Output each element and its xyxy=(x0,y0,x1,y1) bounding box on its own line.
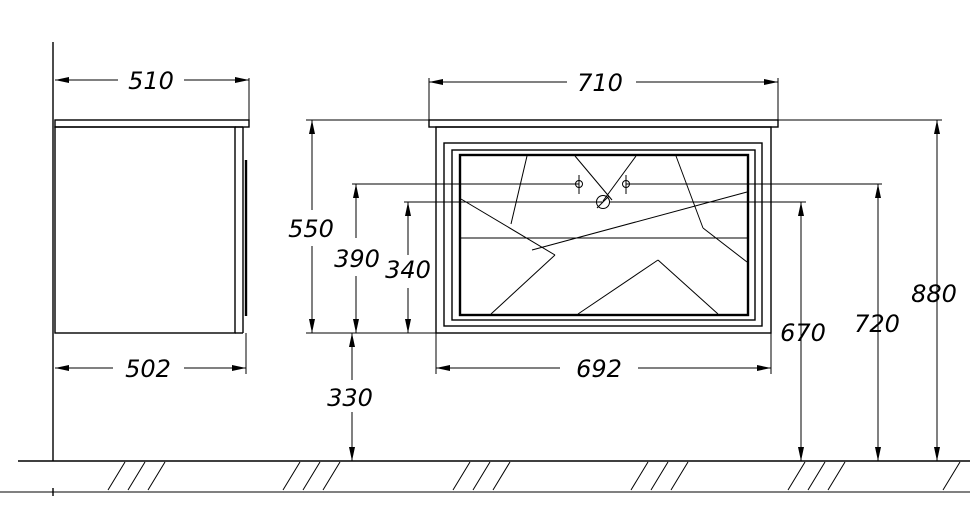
front-panel-outer xyxy=(443,142,763,327)
front-panel-inner xyxy=(458,153,750,317)
decorative-lattice xyxy=(460,155,748,315)
dim-drain-height: 340 xyxy=(385,256,431,284)
dim-drain-from-floor: 670 xyxy=(780,319,826,347)
front-panel-frame xyxy=(451,149,756,321)
front-countertop xyxy=(428,119,779,128)
siphon-marker xyxy=(575,175,630,194)
side-cabinet xyxy=(54,126,236,334)
dim-cabinet-height: 550 xyxy=(288,215,334,243)
floor xyxy=(0,460,970,493)
dim-front-bottom-width: 692 xyxy=(576,355,622,383)
floor-hatching xyxy=(107,461,961,491)
dim-floor-clearance: 330 xyxy=(327,384,373,412)
dim-siphon-height: 390 xyxy=(334,245,380,273)
dim-total-height: 880 xyxy=(911,280,957,308)
front-view: 710 692 xyxy=(428,69,779,383)
dim-side-bottom-width: 502 xyxy=(125,355,171,383)
vertical-dimensions: 550 390 340 330 670 720 880 xyxy=(288,119,957,461)
dim-side-top-width: 510 xyxy=(128,67,174,95)
side-countertop xyxy=(54,119,250,128)
side-view: 510 502 xyxy=(54,67,250,383)
dim-siphon-from-floor: 720 xyxy=(854,310,900,338)
dim-front-top-width: 710 xyxy=(577,69,623,97)
front-cabinet xyxy=(435,126,772,334)
